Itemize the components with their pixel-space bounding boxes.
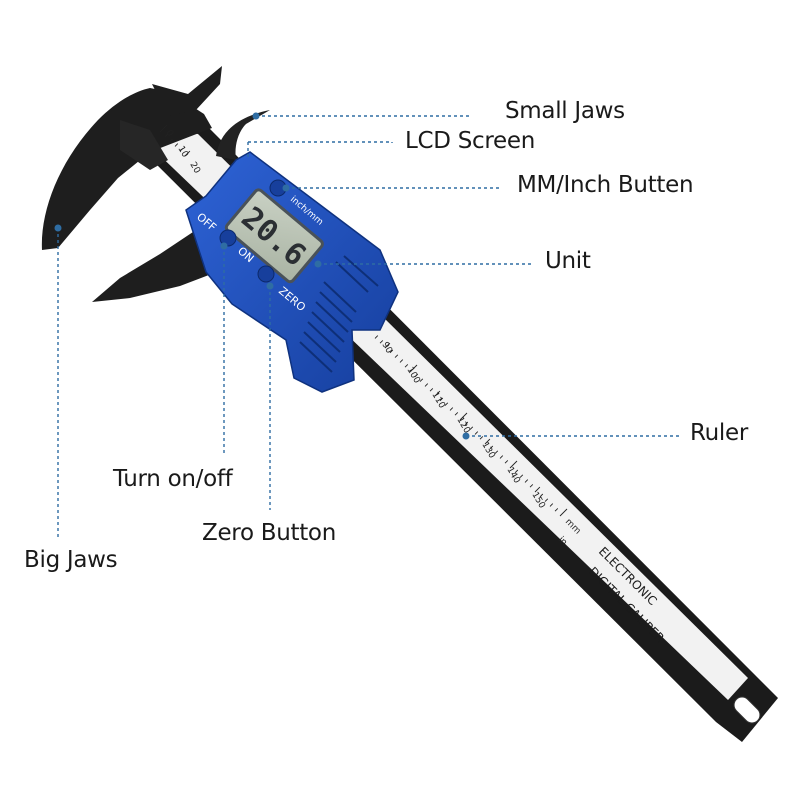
- ruler-tick: [414, 373, 419, 378]
- ruler-tick: [459, 412, 468, 421]
- lcd-screen: [224, 188, 324, 284]
- ruler-tick: [434, 390, 441, 397]
- ruler-tick: [484, 438, 491, 445]
- lower-jaw-fixed: [120, 120, 168, 170]
- ruler-tick: [509, 460, 518, 469]
- on-off-button[interactable]: [219, 229, 237, 247]
- ruler-tick: [179, 148, 184, 152]
- ruler-tick: [389, 349, 394, 354]
- ruler-tick: [159, 124, 168, 133]
- thumb-grip: [299, 255, 379, 373]
- ruler-tick: [454, 412, 459, 416]
- big-jaw-moving: [92, 230, 226, 302]
- ruler-tick: [394, 354, 399, 358]
- zero-button[interactable]: [257, 265, 275, 283]
- ruler-tick: [534, 486, 541, 493]
- ruler-tick: [419, 378, 424, 382]
- ruler-scale-label: 0: [163, 129, 175, 139]
- ruler-tick: [174, 143, 179, 147]
- ruler-tick: [544, 498, 549, 502]
- ruler-tick: [514, 469, 519, 474]
- small-jaw-moving: [216, 110, 270, 160]
- ruler-tick: [554, 508, 559, 512]
- ruler-tick: [559, 508, 568, 517]
- ruler-tick: [439, 397, 444, 402]
- label-ruler: Ruler: [690, 420, 749, 446]
- ruler-tick: [444, 402, 449, 406]
- ruler-tick: [449, 407, 454, 411]
- leader-dots: [54, 112, 470, 440]
- label-lcd-screen: LCD Screen: [405, 128, 535, 154]
- ruler-tick: [539, 493, 544, 498]
- ruler-tick: [494, 450, 499, 454]
- ruler-tick: [489, 445, 494, 450]
- ruler-tick: [379, 340, 384, 344]
- label-big-jaws: Big Jaws: [24, 547, 118, 573]
- leader-lcd-screen: [248, 141, 393, 143]
- ruler-tick: [184, 150, 191, 157]
- ruler-tick: [469, 426, 474, 430]
- ruler-tick: [164, 133, 169, 138]
- ruler-ticks: [159, 124, 568, 517]
- label-turn-on-off: Turn on/off: [113, 466, 233, 492]
- ruler-tick: [464, 421, 469, 426]
- label-zero-button: Zero Button: [202, 520, 336, 546]
- ruler-tick: [479, 436, 484, 440]
- small-jaw-fixed: [152, 66, 222, 116]
- ruler-tick: [429, 388, 434, 392]
- ruler-tick: [409, 364, 418, 373]
- ruler-tick: [374, 335, 379, 339]
- leader-lines: [57, 115, 682, 538]
- ruler-tick: [499, 455, 504, 459]
- label-mm-inch-button: MM/Inch Butten: [517, 172, 694, 198]
- beam-end-hole: [733, 696, 761, 724]
- ruler-tick: [524, 479, 529, 483]
- ruler-tick: [549, 503, 554, 507]
- ruler-tick: [519, 474, 524, 478]
- ruler-tick: [474, 431, 479, 435]
- ruler-tick: [529, 484, 534, 488]
- ruler-tick: [504, 460, 509, 464]
- ruler-tick: [424, 383, 429, 387]
- big-jaw-fixed: [41, 88, 213, 250]
- label-small-jaws: Small Jaws: [505, 98, 625, 124]
- label-unit: Unit: [545, 248, 591, 274]
- ruler-tick: [399, 359, 404, 363]
- ruler-tick: [169, 138, 174, 142]
- ruler-tick: [404, 364, 409, 368]
- ruler-tick: [384, 342, 391, 349]
